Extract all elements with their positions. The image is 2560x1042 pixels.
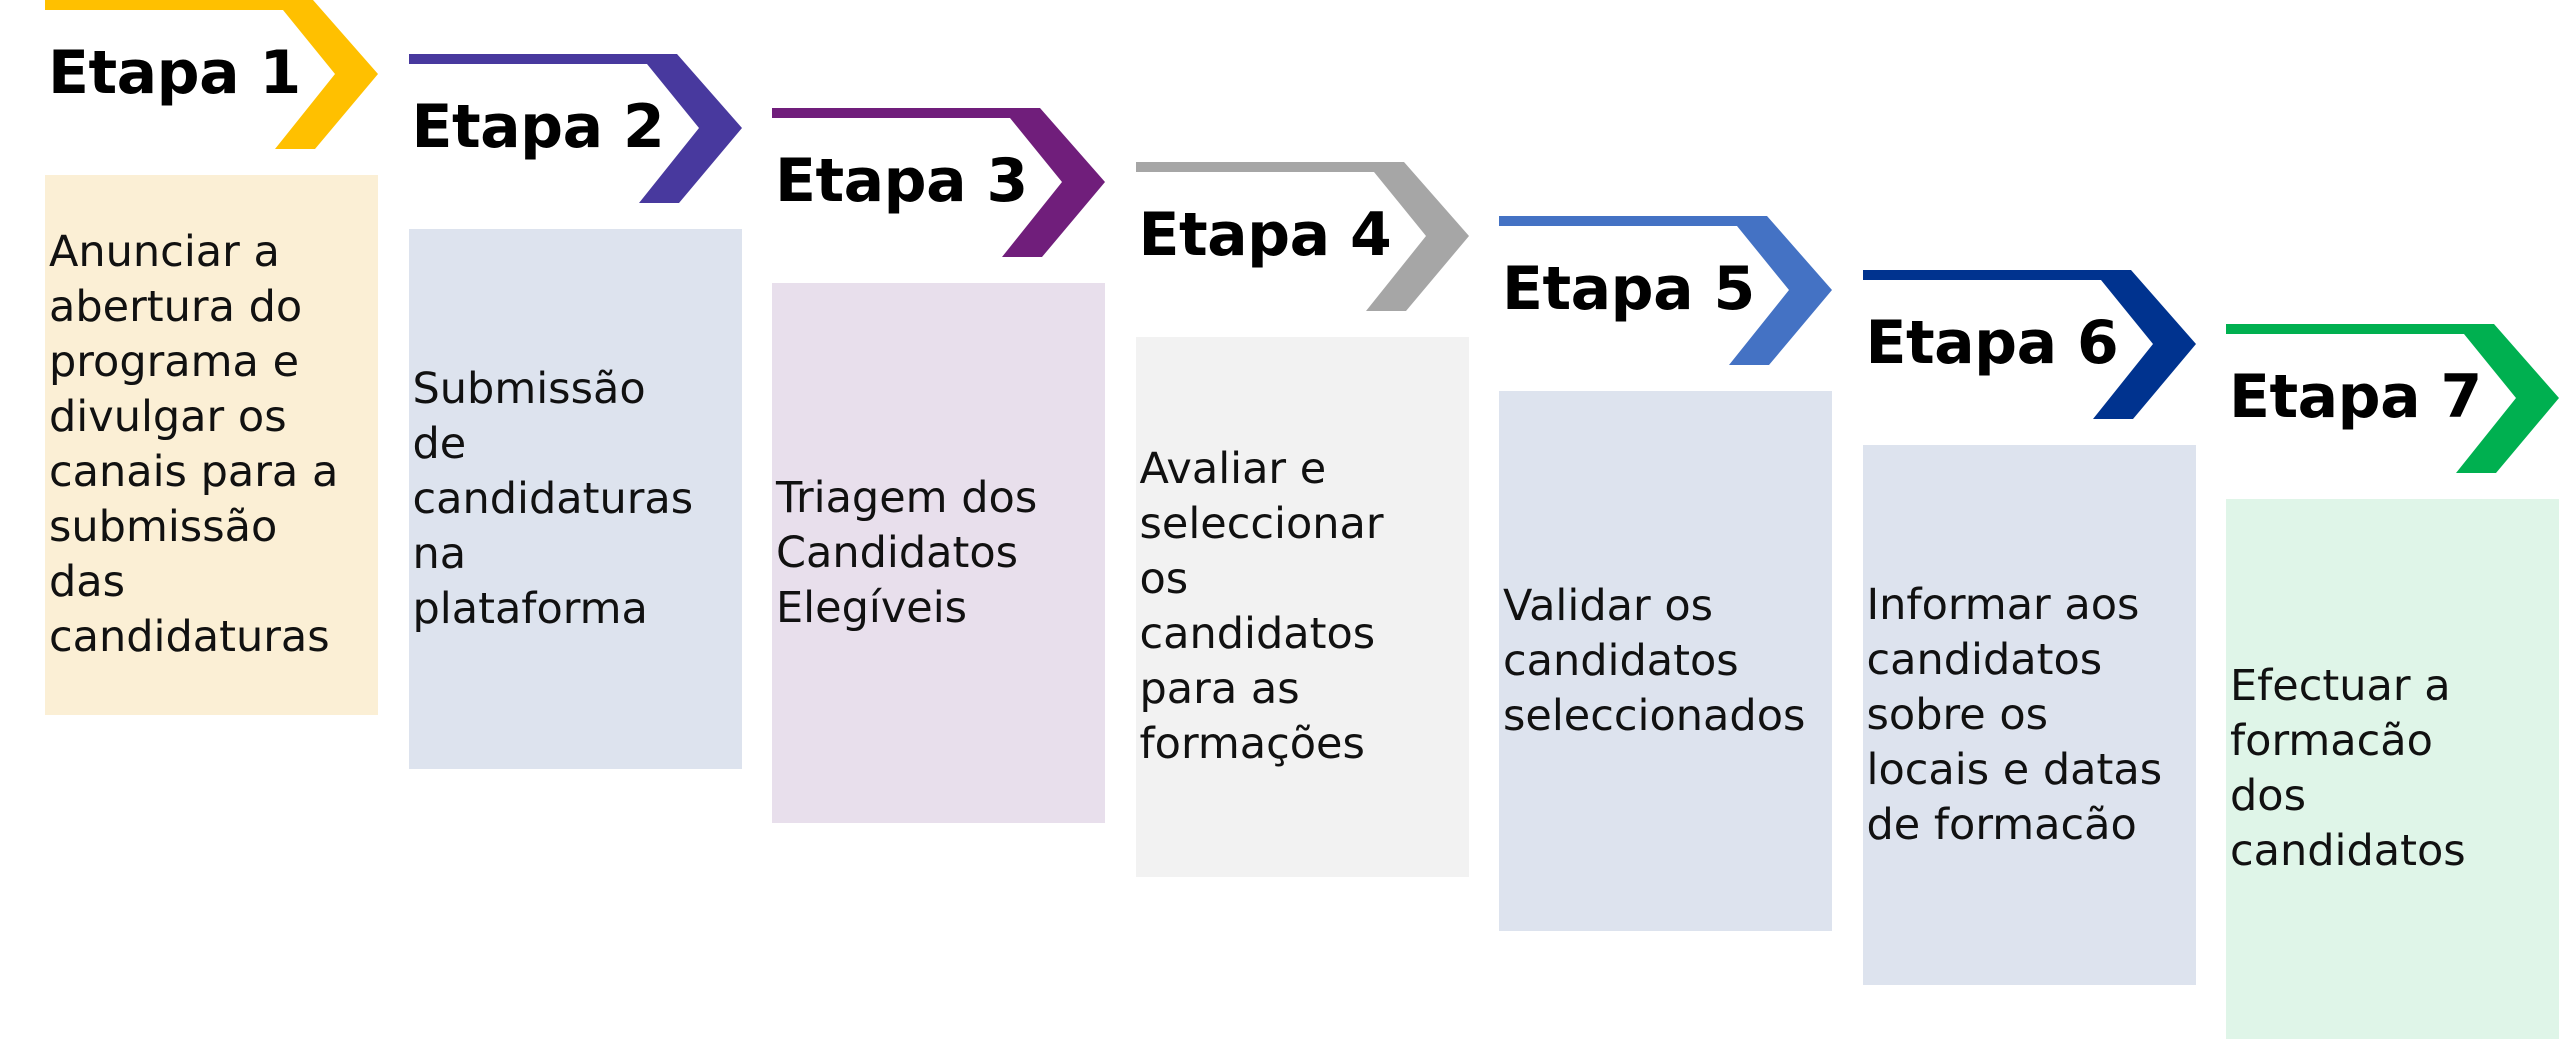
description-line: Candidatos — [776, 527, 1019, 578]
description-line: candidatos — [2230, 826, 2466, 876]
description-line: candidaturas — [412, 473, 694, 524]
description-line: seleccionar — [1139, 499, 1384, 549]
description-line: candidaturas — [49, 612, 330, 662]
step-title: Etapa 4 — [1138, 200, 1392, 270]
description-line: Submissão — [412, 363, 646, 414]
description-line: plataforma — [412, 583, 648, 634]
description-line: candidatos — [1139, 609, 1376, 659]
description-line: os — [1139, 554, 1189, 604]
description-line: Triagem dos — [776, 472, 1038, 523]
description-line: Anunciar a — [49, 227, 280, 277]
description-line: sobre os — [1866, 689, 2049, 740]
description-line: Efectuar a — [2230, 661, 2451, 711]
step-title: Etapa 6 — [1865, 308, 2119, 378]
description-line: candidatos — [1866, 634, 2103, 685]
description-line: locais e datas — [1866, 744, 2163, 795]
description-line: para as — [1139, 664, 1300, 714]
description-line: formacão — [2230, 716, 2433, 766]
description-line: das — [49, 557, 126, 607]
description-line: Avaliar e — [1139, 444, 1327, 494]
description-line: Elegíveis — [776, 582, 968, 633]
description-line: dos — [2230, 771, 2307, 821]
description-line: Informar aos — [1866, 579, 2140, 630]
description-line: canais para a — [49, 447, 339, 497]
step-title: Etapa 3 — [775, 146, 1028, 216]
step-title: Etapa 1 — [48, 38, 301, 108]
description-line: seleccionados — [1503, 690, 1806, 741]
description-line: na — [412, 528, 467, 579]
description-line: candidatos — [1503, 635, 1739, 686]
step-title: Etapa 2 — [411, 92, 665, 162]
description-line: programa e — [49, 337, 300, 387]
description-line: de — [412, 418, 467, 469]
description-line: de formacão — [1866, 799, 2137, 850]
description-line: formações — [1139, 719, 1365, 769]
description-line: submissão — [49, 502, 278, 552]
description-line: divulgar os — [49, 392, 287, 442]
step-title: Etapa 7 — [2229, 362, 2482, 432]
description-line: abertura do — [49, 282, 303, 332]
step-title: Etapa 5 — [1502, 254, 1755, 324]
description-line: Validar os — [1503, 580, 1714, 631]
